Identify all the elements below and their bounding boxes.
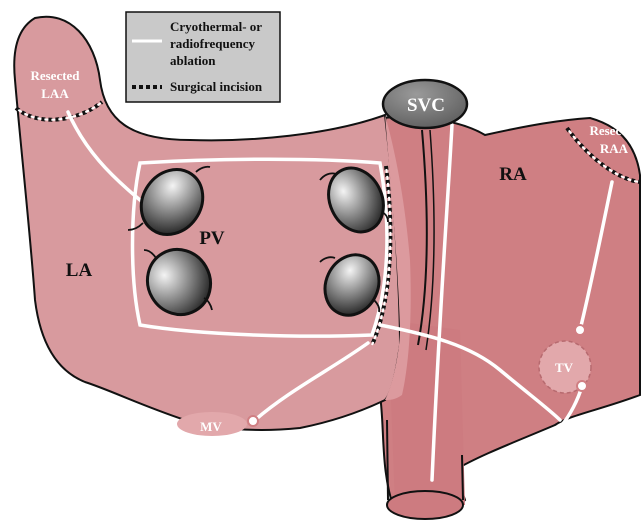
label-resected-raa-2: RAA (600, 141, 629, 156)
legend-incision-label: Surgical incision (170, 79, 263, 94)
tv-ablation-dot-upper (575, 325, 585, 335)
ivc-opening (387, 491, 463, 519)
label-la: LA (66, 260, 93, 281)
ivc-right-wall (462, 455, 463, 500)
label-pv: PV (199, 228, 225, 249)
label-tv: TV (555, 360, 574, 375)
ivc-left-wall (387, 420, 388, 500)
label-resected-raa-1: Resected (589, 123, 639, 138)
legend-ablation-label-1: Cryothermal- or (170, 19, 262, 34)
legend: Cryothermal- or radiofrequency ablation … (126, 12, 280, 102)
label-ra: RA (499, 164, 527, 185)
legend-ablation-label-3: ablation (170, 53, 216, 68)
mv-ablation-dot (248, 416, 258, 426)
label-resected-laa-2: LAA (41, 86, 69, 101)
legend-ablation-label-2: radiofrequency (170, 36, 255, 51)
tv-ablation-dot-lower (577, 381, 587, 391)
label-mv: MV (200, 419, 222, 434)
label-resected-laa-1: Resected (30, 68, 80, 83)
label-svc: SVC (407, 95, 445, 116)
